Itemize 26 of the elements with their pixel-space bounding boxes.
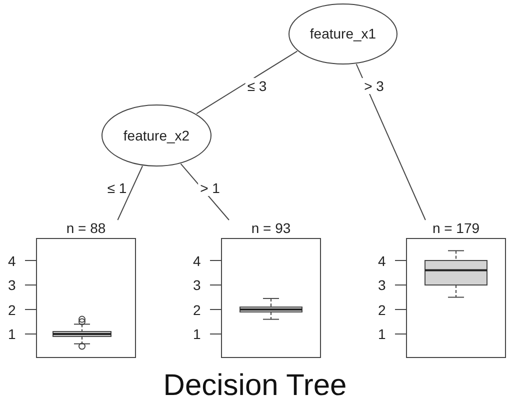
edge-label: > 3 — [362, 78, 386, 94]
caption: Decision Tree — [162, 368, 348, 404]
sample-count: n = 179 — [431, 220, 481, 236]
connector-line — [180, 163, 230, 220]
axis-tick-label: 3 — [8, 277, 16, 293]
sample-count: n = 93 — [250, 220, 292, 236]
sample-count: n = 88 — [65, 220, 107, 236]
edge-label: > 1 — [198, 180, 222, 196]
axis-tick-label: 4 — [193, 252, 201, 268]
split-node: feature_x2 — [101, 104, 212, 167]
axis-tick-label: 3 — [193, 277, 201, 293]
axis-tick-label: 1 — [8, 326, 16, 342]
axis-tick-label: 2 — [193, 302, 201, 318]
edge-label: ≤ 1 — [105, 180, 129, 196]
axis-tick-label: 4 — [378, 252, 386, 268]
edge-label: ≤ 3 — [245, 78, 269, 94]
axis-tick-label: 4 — [8, 252, 16, 268]
connector-line — [356, 64, 426, 220]
axis-tick-label: 3 — [378, 277, 386, 293]
connector-line — [196, 50, 298, 114]
axis-tick-label: 1 — [193, 326, 201, 342]
connector-line — [117, 165, 143, 220]
split-node: feature_x1 — [288, 3, 398, 65]
axis-tick-label: 2 — [378, 302, 386, 318]
axis-tick-label: 2 — [8, 302, 16, 318]
axis-tick-label: 1 — [378, 326, 386, 342]
